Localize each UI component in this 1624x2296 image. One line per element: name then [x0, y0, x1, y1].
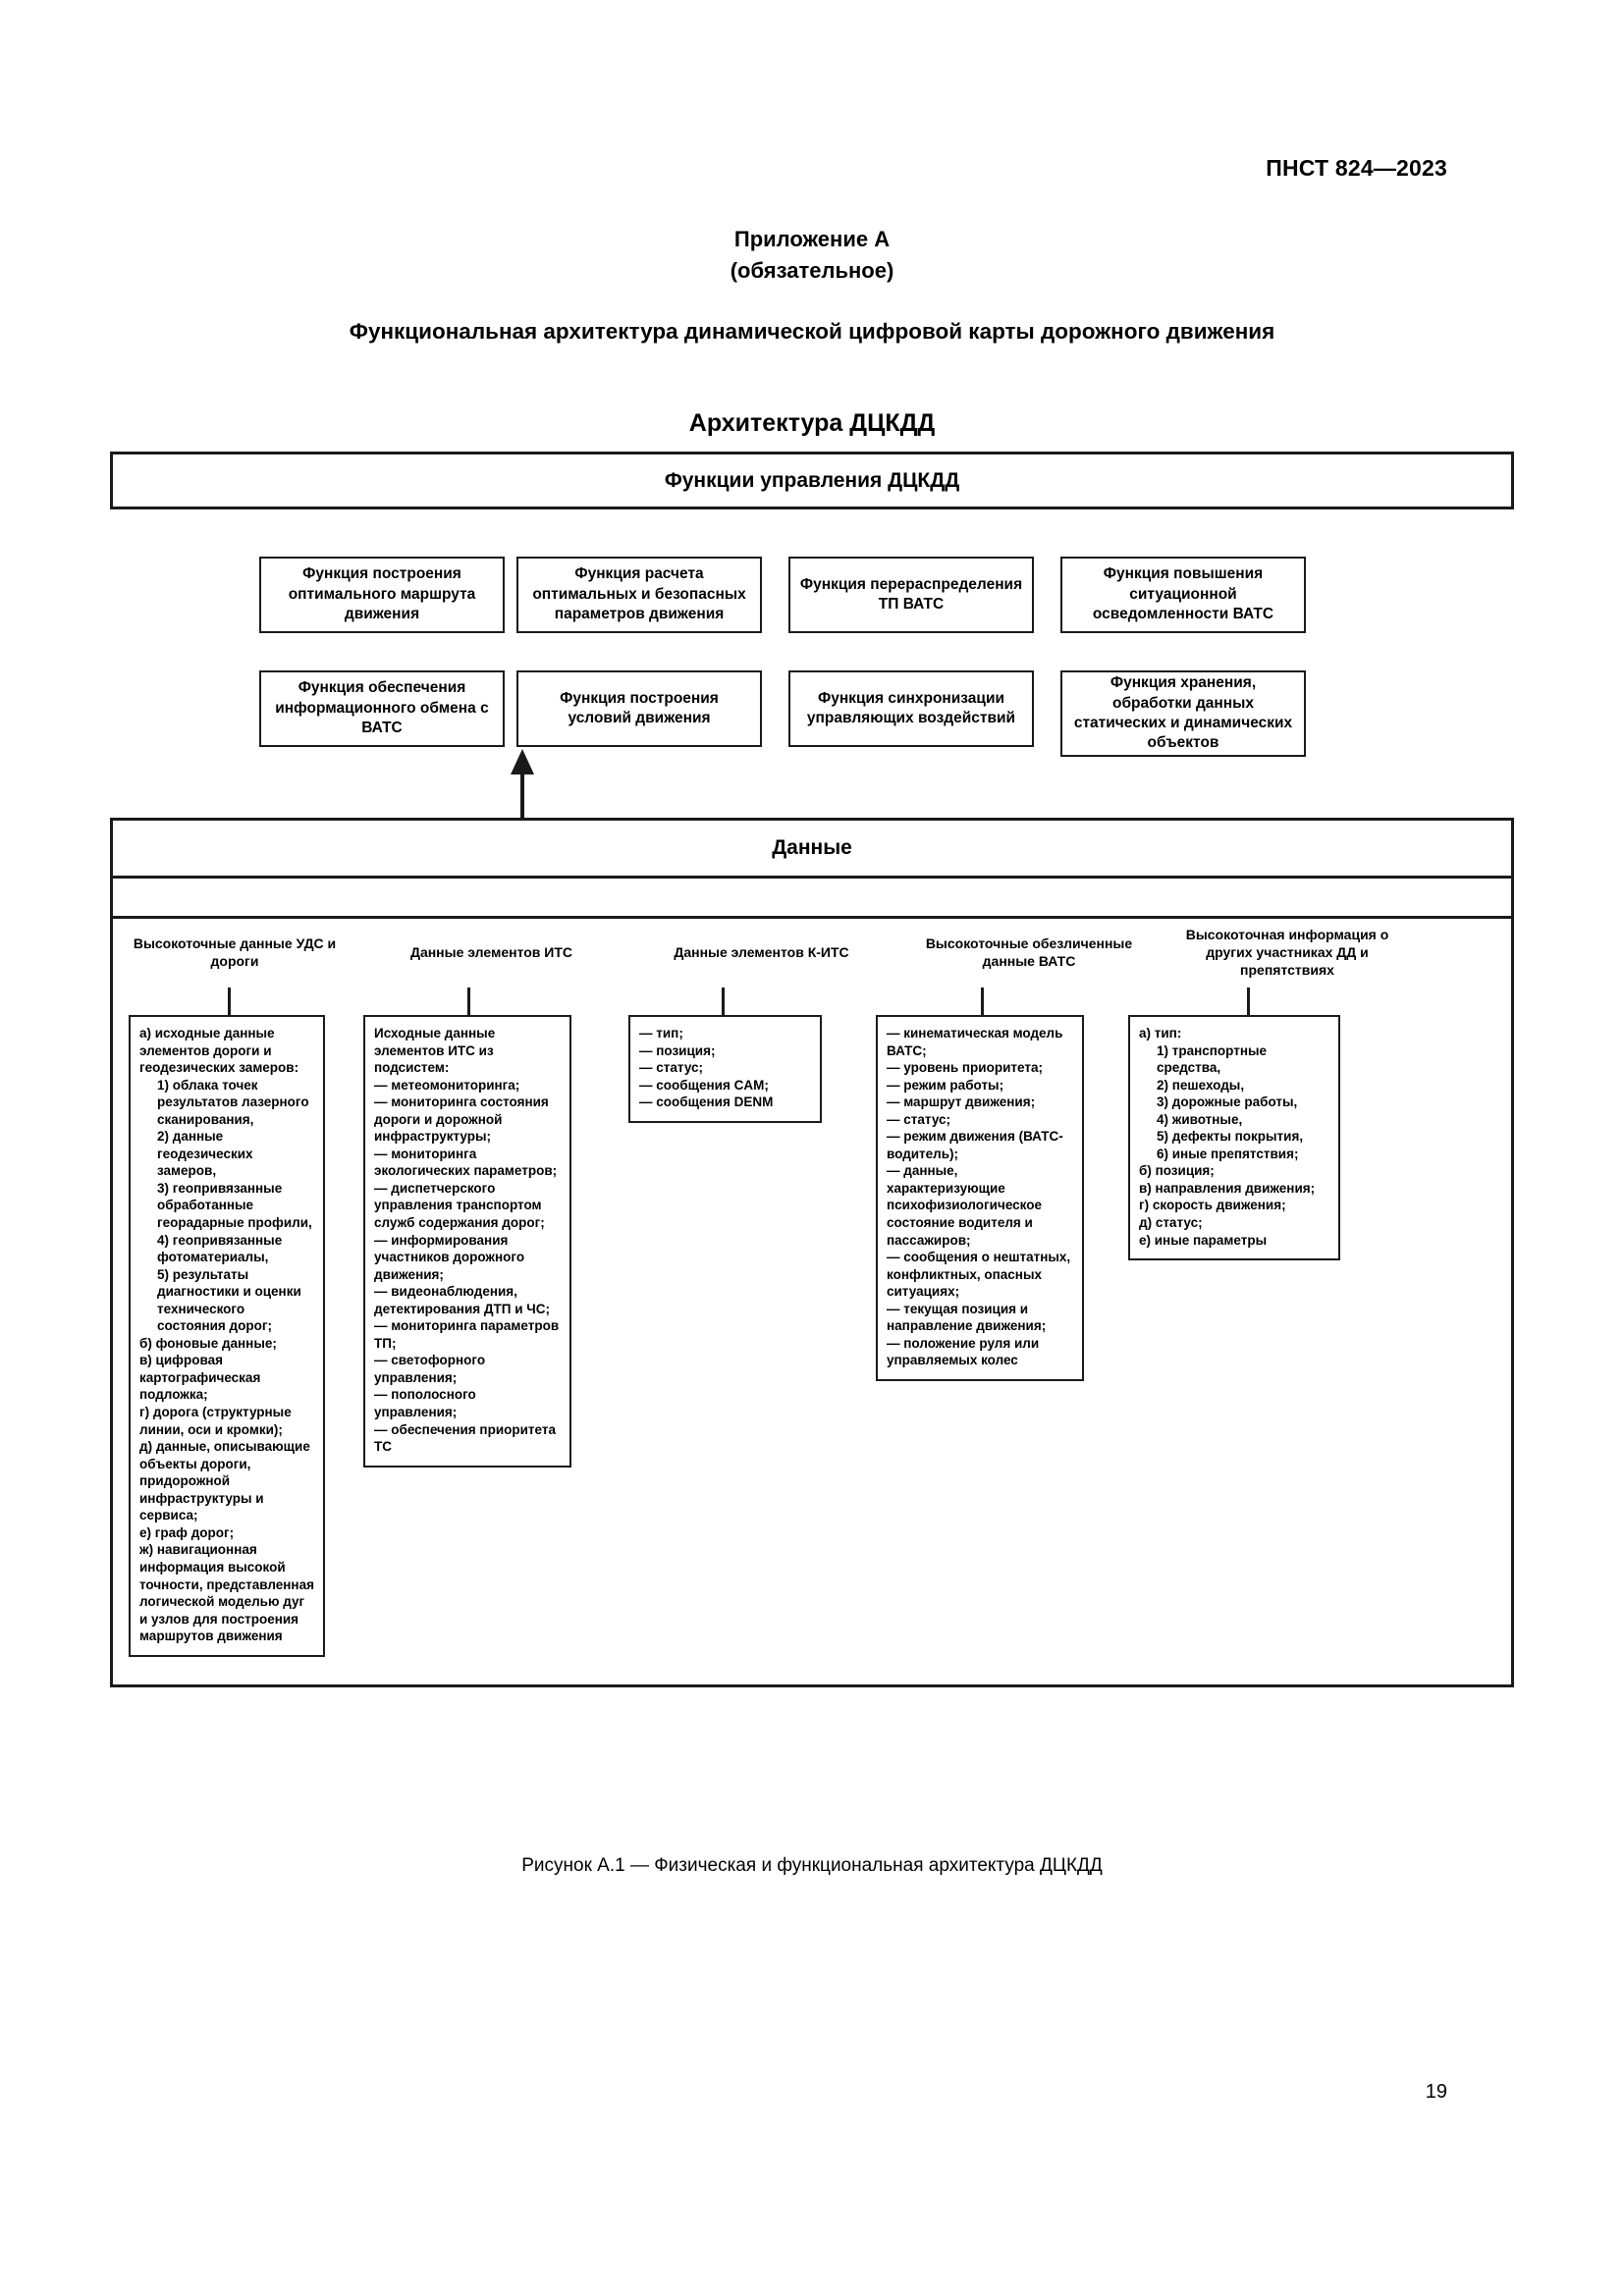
- function-box-situational-awareness: Функция повышения ситуационной осведомле…: [1060, 557, 1306, 633]
- data-line: — информирования участников дорожного дв…: [374, 1232, 525, 1282]
- stem-1: [228, 988, 231, 1015]
- function-box-optimal-safe-params: Функция расчета оптимальных и безопасных…: [516, 557, 762, 633]
- annex-kind: (обязательное): [730, 257, 894, 283]
- data-line: — мониторинга параметров ТП;: [374, 1318, 560, 1351]
- data-line: 5) результаты диагностики и оценки техни…: [157, 1266, 301, 1334]
- data-line: 1) облака точек результатов лазерного ск…: [157, 1077, 309, 1127]
- data-to-functions-arrow: [110, 749, 1514, 818]
- data-panel-title: Данные: [113, 821, 1511, 879]
- annex-heading: Приложение А (обязательное): [0, 224, 1624, 287]
- data-line: а) тип:: [1139, 1026, 1182, 1041]
- data-line: 1) транспортные средства,: [1157, 1042, 1268, 1076]
- data-box-cits-elements: — тип;— позиция; — статус;— сообщения CAM…: [628, 1015, 822, 1123]
- data-line: — сообщения DENM: [639, 1095, 774, 1110]
- data-box-vats-data: — кинематическая модель ВАТС; — уровень п…: [876, 1015, 1084, 1381]
- function-box-storage-processing: Функция хранения, обработки данных стати…: [1060, 670, 1306, 757]
- data-line: — мониторинга состояния дороги и дорожно…: [374, 1095, 549, 1145]
- management-functions-label: Функции управления ДЦКДД: [664, 468, 960, 492]
- arrow-head-icon: [511, 749, 534, 774]
- data-line: г) скорость движения;: [1139, 1198, 1286, 1213]
- data-line: 6) иные препятствия;: [1157, 1146, 1299, 1161]
- column-header-vats-data: Высокоточные обезличенные данные ВАТС: [925, 935, 1133, 969]
- function-box-route-building: Функция построения оптимального маршрута…: [259, 557, 505, 633]
- stem-3: [722, 988, 725, 1015]
- figure-caption: Рисунок А.1 — Физическая и функциональна…: [521, 1855, 1103, 1876]
- column-header-cits-elements: Данные элементов К-ИТС: [674, 944, 849, 961]
- data-line: — светофорного управления;: [374, 1353, 486, 1385]
- data-line: в) направления движения;: [1139, 1180, 1316, 1196]
- data-panel: Данные Высокоточные данные УДС и дороги …: [110, 818, 1514, 1687]
- data-line: б) фоновые данные;: [139, 1335, 277, 1351]
- function-box-traffic-redistribution: Функция перераспределения ТП ВАТС: [788, 557, 1034, 633]
- data-line: — сообщения CAM;: [639, 1077, 769, 1093]
- data-line: — обеспечения приоритета ТС: [374, 1421, 556, 1455]
- data-line: 5) дефекты покрытия,: [1157, 1129, 1304, 1145]
- data-line: ж) навигационная информация высокой точн…: [139, 1542, 314, 1644]
- data-line: Исходные данные элементов ИТС из подсист…: [374, 1026, 496, 1076]
- architecture-diagram: Функции управления ДЦКДД Функция построе…: [110, 452, 1514, 1687]
- figure-title: Архитектура ДЦКДД: [688, 409, 936, 437]
- data-line: е) граф дорог;: [139, 1524, 235, 1540]
- data-line: б) позиция;: [1139, 1163, 1215, 1179]
- data-line: г) дорога (структурные линии, оси и кром…: [139, 1405, 292, 1437]
- data-line: 2) пешеходы,: [1157, 1077, 1245, 1093]
- data-line: — положение руля или управляемых колес: [887, 1335, 1040, 1368]
- stem-2: [467, 988, 470, 1015]
- data-box-uds-road: а) исходные данные элементов дороги и ге…: [129, 1015, 325, 1657]
- data-line: в) цифровая картографическая подложка;: [139, 1353, 261, 1403]
- data-column-boxes: а) исходные данные элементов дороги и ге…: [113, 1015, 1511, 1684]
- data-column-headers: Высокоточные данные УДС и дороги Данные …: [113, 919, 1511, 988]
- management-functions-bar: Функции управления ДЦКДД: [110, 452, 1514, 509]
- column-connector-stems: [113, 988, 1511, 1015]
- column-header-uds-road: Высокоточные данные УДС и дороги: [133, 935, 337, 969]
- function-box-information-exchange: Функция обеспечения информационного обме…: [259, 670, 505, 747]
- data-line: — мониторинга экологических параметров;: [374, 1146, 558, 1179]
- data-line: — статус;: [639, 1060, 704, 1076]
- function-boxes-grid: Функция построения оптимального маршрута…: [110, 557, 1514, 757]
- stem-4: [981, 988, 984, 1015]
- data-line: 3) геопривязанные обработанные георадарн…: [157, 1180, 312, 1231]
- data-line: — уровень приоритета;: [887, 1060, 1043, 1076]
- data-line: 4) геопривязанные фотоматериалы,: [157, 1232, 283, 1265]
- data-line: 2) данные геодезических замеров,: [157, 1129, 253, 1179]
- function-row-2: Функция обеспечения информационного обме…: [110, 670, 1514, 757]
- standard-number: ПНСТ 824—2023: [1266, 155, 1447, 181]
- data-line: — маршрут движения;: [887, 1095, 1036, 1110]
- annex-label: Приложение А: [733, 227, 891, 251]
- data-line: 4) животные,: [1157, 1111, 1243, 1127]
- data-line: — метеомониторинга;: [374, 1077, 520, 1093]
- page-number: 19: [1425, 2081, 1447, 2103]
- data-line: д) статус;: [1139, 1215, 1203, 1231]
- annex-title: Функциональная архитектура динамической …: [349, 319, 1275, 344]
- function-row-1: Функция построения оптимального маршрута…: [110, 557, 1514, 633]
- data-line: — диспетчерского управления транспортом …: [374, 1180, 545, 1231]
- data-box-its-elements: Исходные данные элементов ИТС из подсист…: [363, 1015, 571, 1468]
- data-line: — позиция;: [639, 1042, 716, 1058]
- data-line: е) иные параметры: [1139, 1232, 1268, 1248]
- arrow-shaft: [520, 763, 524, 818]
- data-panel-title-label: Данные: [772, 836, 852, 859]
- data-line: — видеонаблюдения, детектирования ДТП и …: [374, 1284, 550, 1316]
- data-line: — данные, характеризующие психофизиологи…: [887, 1163, 1042, 1248]
- data-line: — тип;: [639, 1026, 683, 1041]
- data-line: а) исходные данные элементов дороги и ге…: [139, 1026, 299, 1076]
- data-box-other-participants: а) тип:1) транспортные средства,2) пешех…: [1128, 1015, 1340, 1261]
- data-line: — пополосного управления;: [374, 1387, 476, 1420]
- data-line: — кинематическая модель ВАТС;: [887, 1026, 1063, 1058]
- data-line: — текущая позиция и направление движения…: [887, 1301, 1047, 1334]
- stem-5: [1247, 988, 1250, 1015]
- function-box-control-synchronization: Функция синхронизации управляющих воздей…: [788, 670, 1034, 747]
- column-header-its-elements: Данные элементов ИТС: [409, 944, 573, 961]
- column-header-other-participants: Высокоточная информация о других участни…: [1185, 927, 1389, 978]
- data-line: — режим работы;: [887, 1077, 1004, 1093]
- data-line: д) данные, описывающие объекты дороги, п…: [139, 1439, 310, 1523]
- data-panel-spacer: [113, 879, 1511, 919]
- data-line: 3) дорожные работы,: [1157, 1095, 1298, 1110]
- data-line: — сообщения о нештатных, конфликтных, оп…: [887, 1250, 1071, 1300]
- function-box-driving-conditions: Функция построения условий движения: [516, 670, 762, 747]
- data-line: — статус;: [887, 1111, 951, 1127]
- data-line: — режим движения (ВАТС-водитель);: [887, 1129, 1063, 1161]
